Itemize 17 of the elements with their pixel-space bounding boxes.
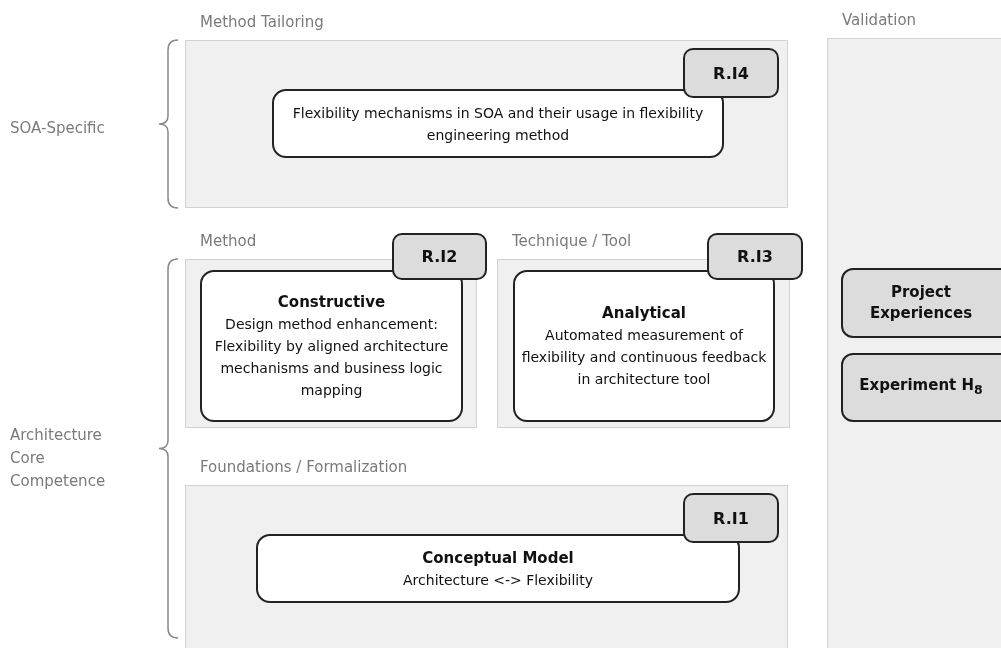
requirement-tag: R.I1	[683, 493, 779, 543]
panel-heading: Technique / Tool	[512, 231, 632, 251]
requirement-tag: R.I4	[683, 48, 779, 98]
group-label: SOA-Specific	[10, 118, 106, 139]
panel-heading: Method	[200, 231, 257, 251]
rounded-box: Analytical Automated measurement of flexibility and continuous feedback in architecture tool	[513, 270, 775, 422]
rounded-box: Project Experiences	[841, 268, 1001, 338]
group-label: Architecture Core Competence	[10, 425, 107, 492]
rounded-box: Conceptual Model Architecture <-> Flexibility	[256, 534, 740, 603]
rounded-box: Experiment H$_{8}$	[841, 353, 1001, 422]
panel-heading: Method Tailoring	[200, 12, 324, 32]
panel-heading: Foundations / Formalization	[200, 457, 408, 477]
rounded-box: Flexibility mechanisms in SOA and their usage in flexibility engineering method	[272, 89, 724, 158]
requirement-tag: R.I3	[707, 233, 803, 280]
panel-heading: Validation	[842, 10, 917, 30]
requirement-tag: R.I2	[392, 233, 487, 280]
rounded-box: Constructive Design method enhancement: Flexibility by aligned architecture mechanisms and business logic mapping	[200, 270, 463, 422]
